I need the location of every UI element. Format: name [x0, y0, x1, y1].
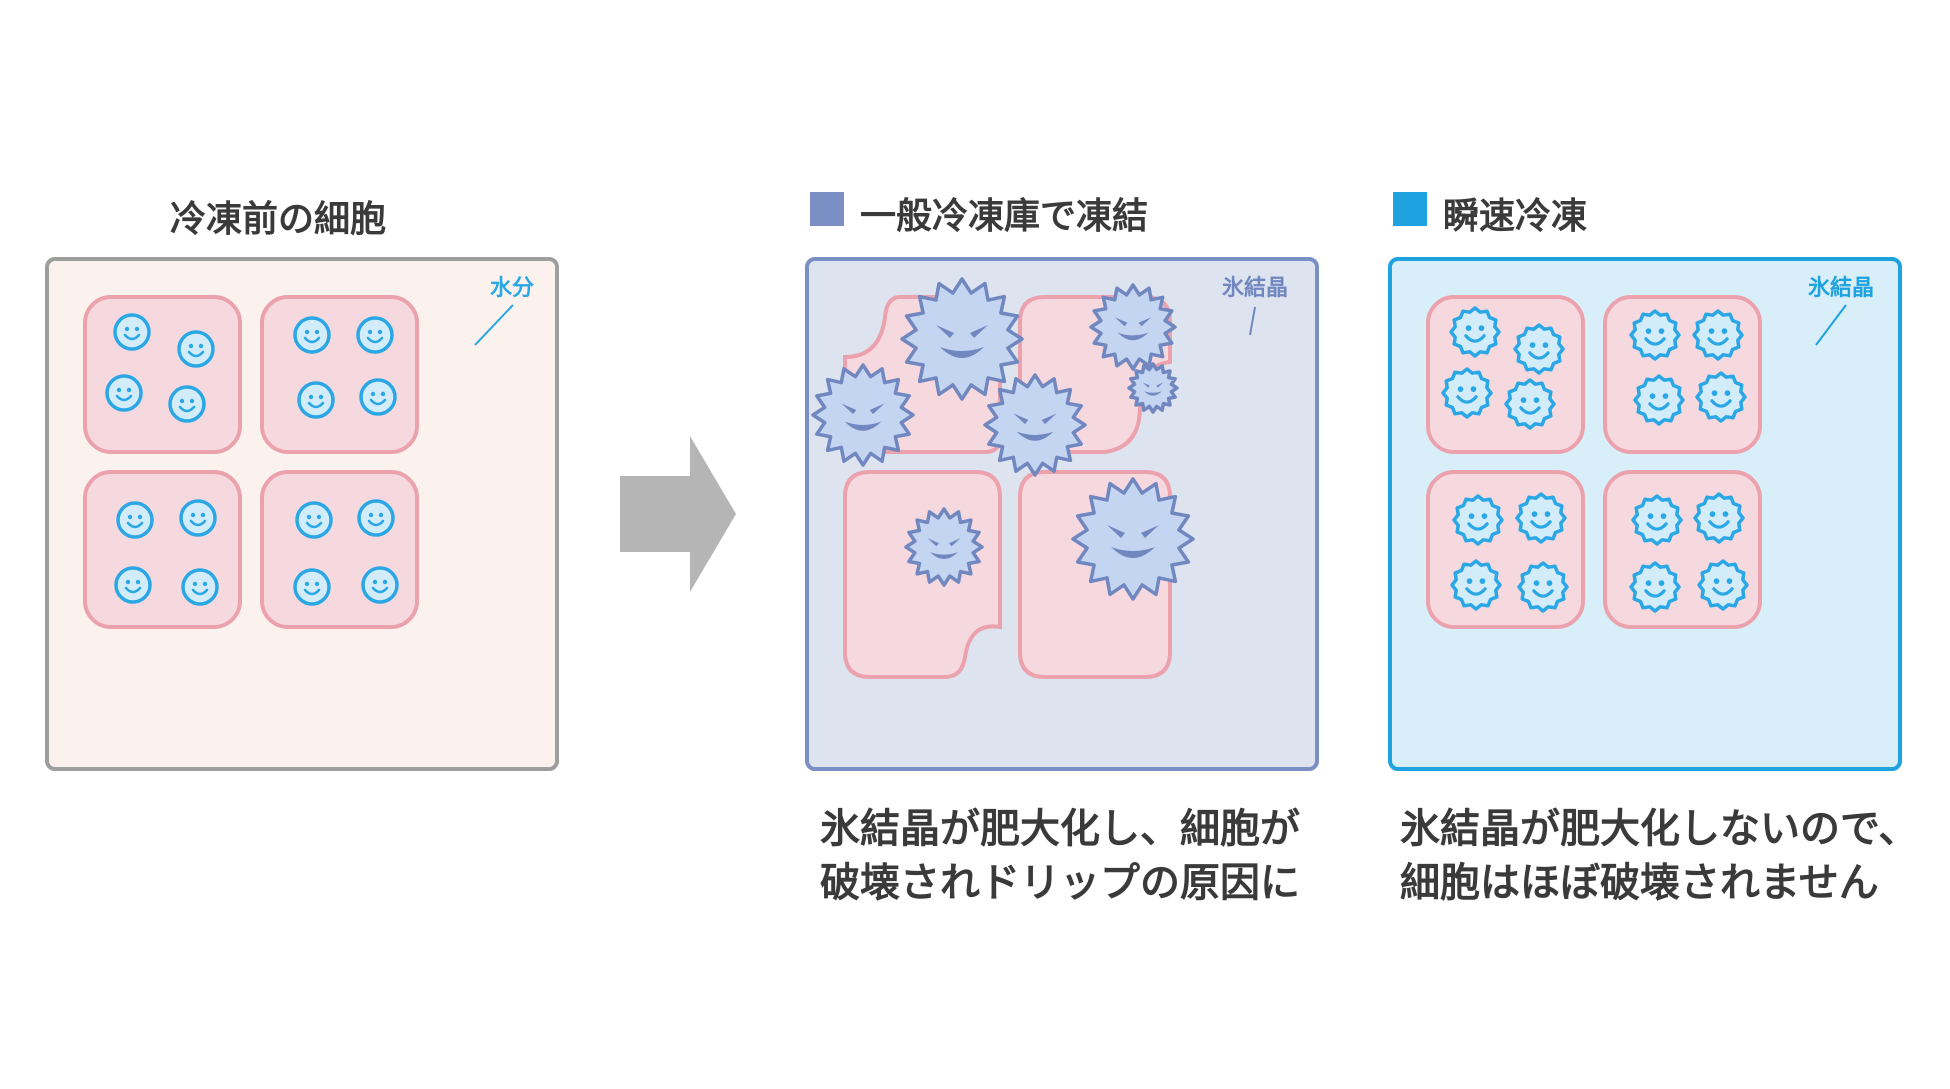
annotation-leader-water [474, 304, 514, 346]
caption-normal-line1: 氷結晶が肥大化し、細胞が [820, 806, 1300, 852]
smiley-droplet-icon [1452, 494, 1504, 546]
annotation-leader-rapid [1815, 304, 1847, 346]
spiky-ice-crystal-icon [900, 277, 1024, 401]
annotation-leader-normal [1249, 306, 1256, 336]
smiley-droplet-icon [1441, 367, 1493, 419]
smiley-droplet-icon [105, 374, 143, 412]
panel-title-normal: 一般冷凍庫で凍結 [860, 196, 1149, 237]
smiley-droplet-icon [1629, 309, 1681, 361]
panel-title-rapid: 瞬速冷凍 [1443, 196, 1588, 237]
smiley-droplet-icon [1633, 374, 1685, 426]
cell-3 [1426, 470, 1585, 629]
smiley-droplet-icon [168, 385, 206, 423]
annotation-water: 水分 [490, 276, 534, 301]
smiley-droplet-icon [295, 501, 333, 539]
panel-rapid: 氷結晶 [1388, 257, 1902, 771]
smiley-droplet-icon [1693, 492, 1745, 544]
spiky-ice-crystal-icon [983, 373, 1087, 477]
cell-3 [83, 470, 242, 629]
annotation-ice-crystal-normal: 氷結晶 [1222, 275, 1288, 301]
cell-1 [1426, 295, 1585, 454]
smiley-droplet-icon [293, 568, 331, 606]
smiley-droplet-icon [1504, 378, 1556, 430]
caption-rapid-line1: 氷結晶が肥大化しないので、 [1400, 806, 1919, 852]
panel-title-before: 冷凍前の細胞 [170, 199, 387, 240]
spiky-ice-crystal-icon [811, 363, 915, 467]
smiley-droplet-icon [1515, 492, 1567, 544]
smiley-droplet-icon [1449, 306, 1501, 358]
smiley-droplet-icon [1631, 494, 1683, 546]
spiky-ice-crystal-icon [1071, 477, 1195, 601]
caption-rapid-line2: 細胞はほぼ破壊されません [1400, 860, 1879, 906]
spiky-ice-crystal-icon [904, 507, 984, 587]
smiley-droplet-icon [116, 501, 154, 539]
smiley-droplet-icon [356, 316, 394, 354]
smiley-droplet-icon [114, 566, 152, 604]
legend-square-icon-rapid [1393, 192, 1427, 226]
caption-normal: 氷結晶が肥大化し、細胞が 破壊されドリップの原因に [820, 802, 1300, 910]
cell-4 [260, 470, 419, 629]
smiley-droplet-icon [179, 499, 217, 537]
smiley-droplet-icon [1513, 323, 1565, 375]
smiley-droplet-icon [1450, 559, 1502, 611]
caption-rapid: 氷結晶が肥大化しないので、 細胞はほぼ破壊されません [1400, 802, 1918, 910]
smiley-droplet-icon [113, 313, 151, 351]
smiley-droplet-icon [177, 330, 215, 368]
smiley-droplet-icon [357, 499, 395, 537]
smiley-droplet-icon [359, 378, 397, 416]
annotation-ice-crystal-rapid: 氷結晶 [1808, 275, 1874, 301]
smiley-droplet-icon [181, 568, 219, 606]
smiley-droplet-icon [1697, 559, 1749, 611]
legend-square-icon-normal [810, 192, 844, 226]
smiley-droplet-icon [297, 381, 335, 419]
smiley-droplet-icon [293, 316, 331, 354]
smiley-droplet-icon [361, 566, 399, 604]
cell-2 [1603, 295, 1762, 454]
cell-2 [260, 295, 419, 454]
smiley-droplet-icon [1692, 309, 1744, 361]
smiley-droplet-icon [1629, 561, 1681, 613]
panel-normal: 氷結晶 [805, 257, 1319, 771]
panel-before: 水分 [45, 257, 559, 771]
smiley-droplet-icon [1517, 561, 1569, 613]
smiley-droplet-icon [1695, 371, 1747, 423]
spiky-ice-crystal-icon [1127, 362, 1179, 414]
spiky-ice-crystal-icon [1089, 283, 1177, 371]
cell-1 [83, 295, 242, 454]
caption-normal-line2: 破壊されドリップの原因に [820, 860, 1300, 906]
right-arrow-icon [620, 436, 736, 592]
